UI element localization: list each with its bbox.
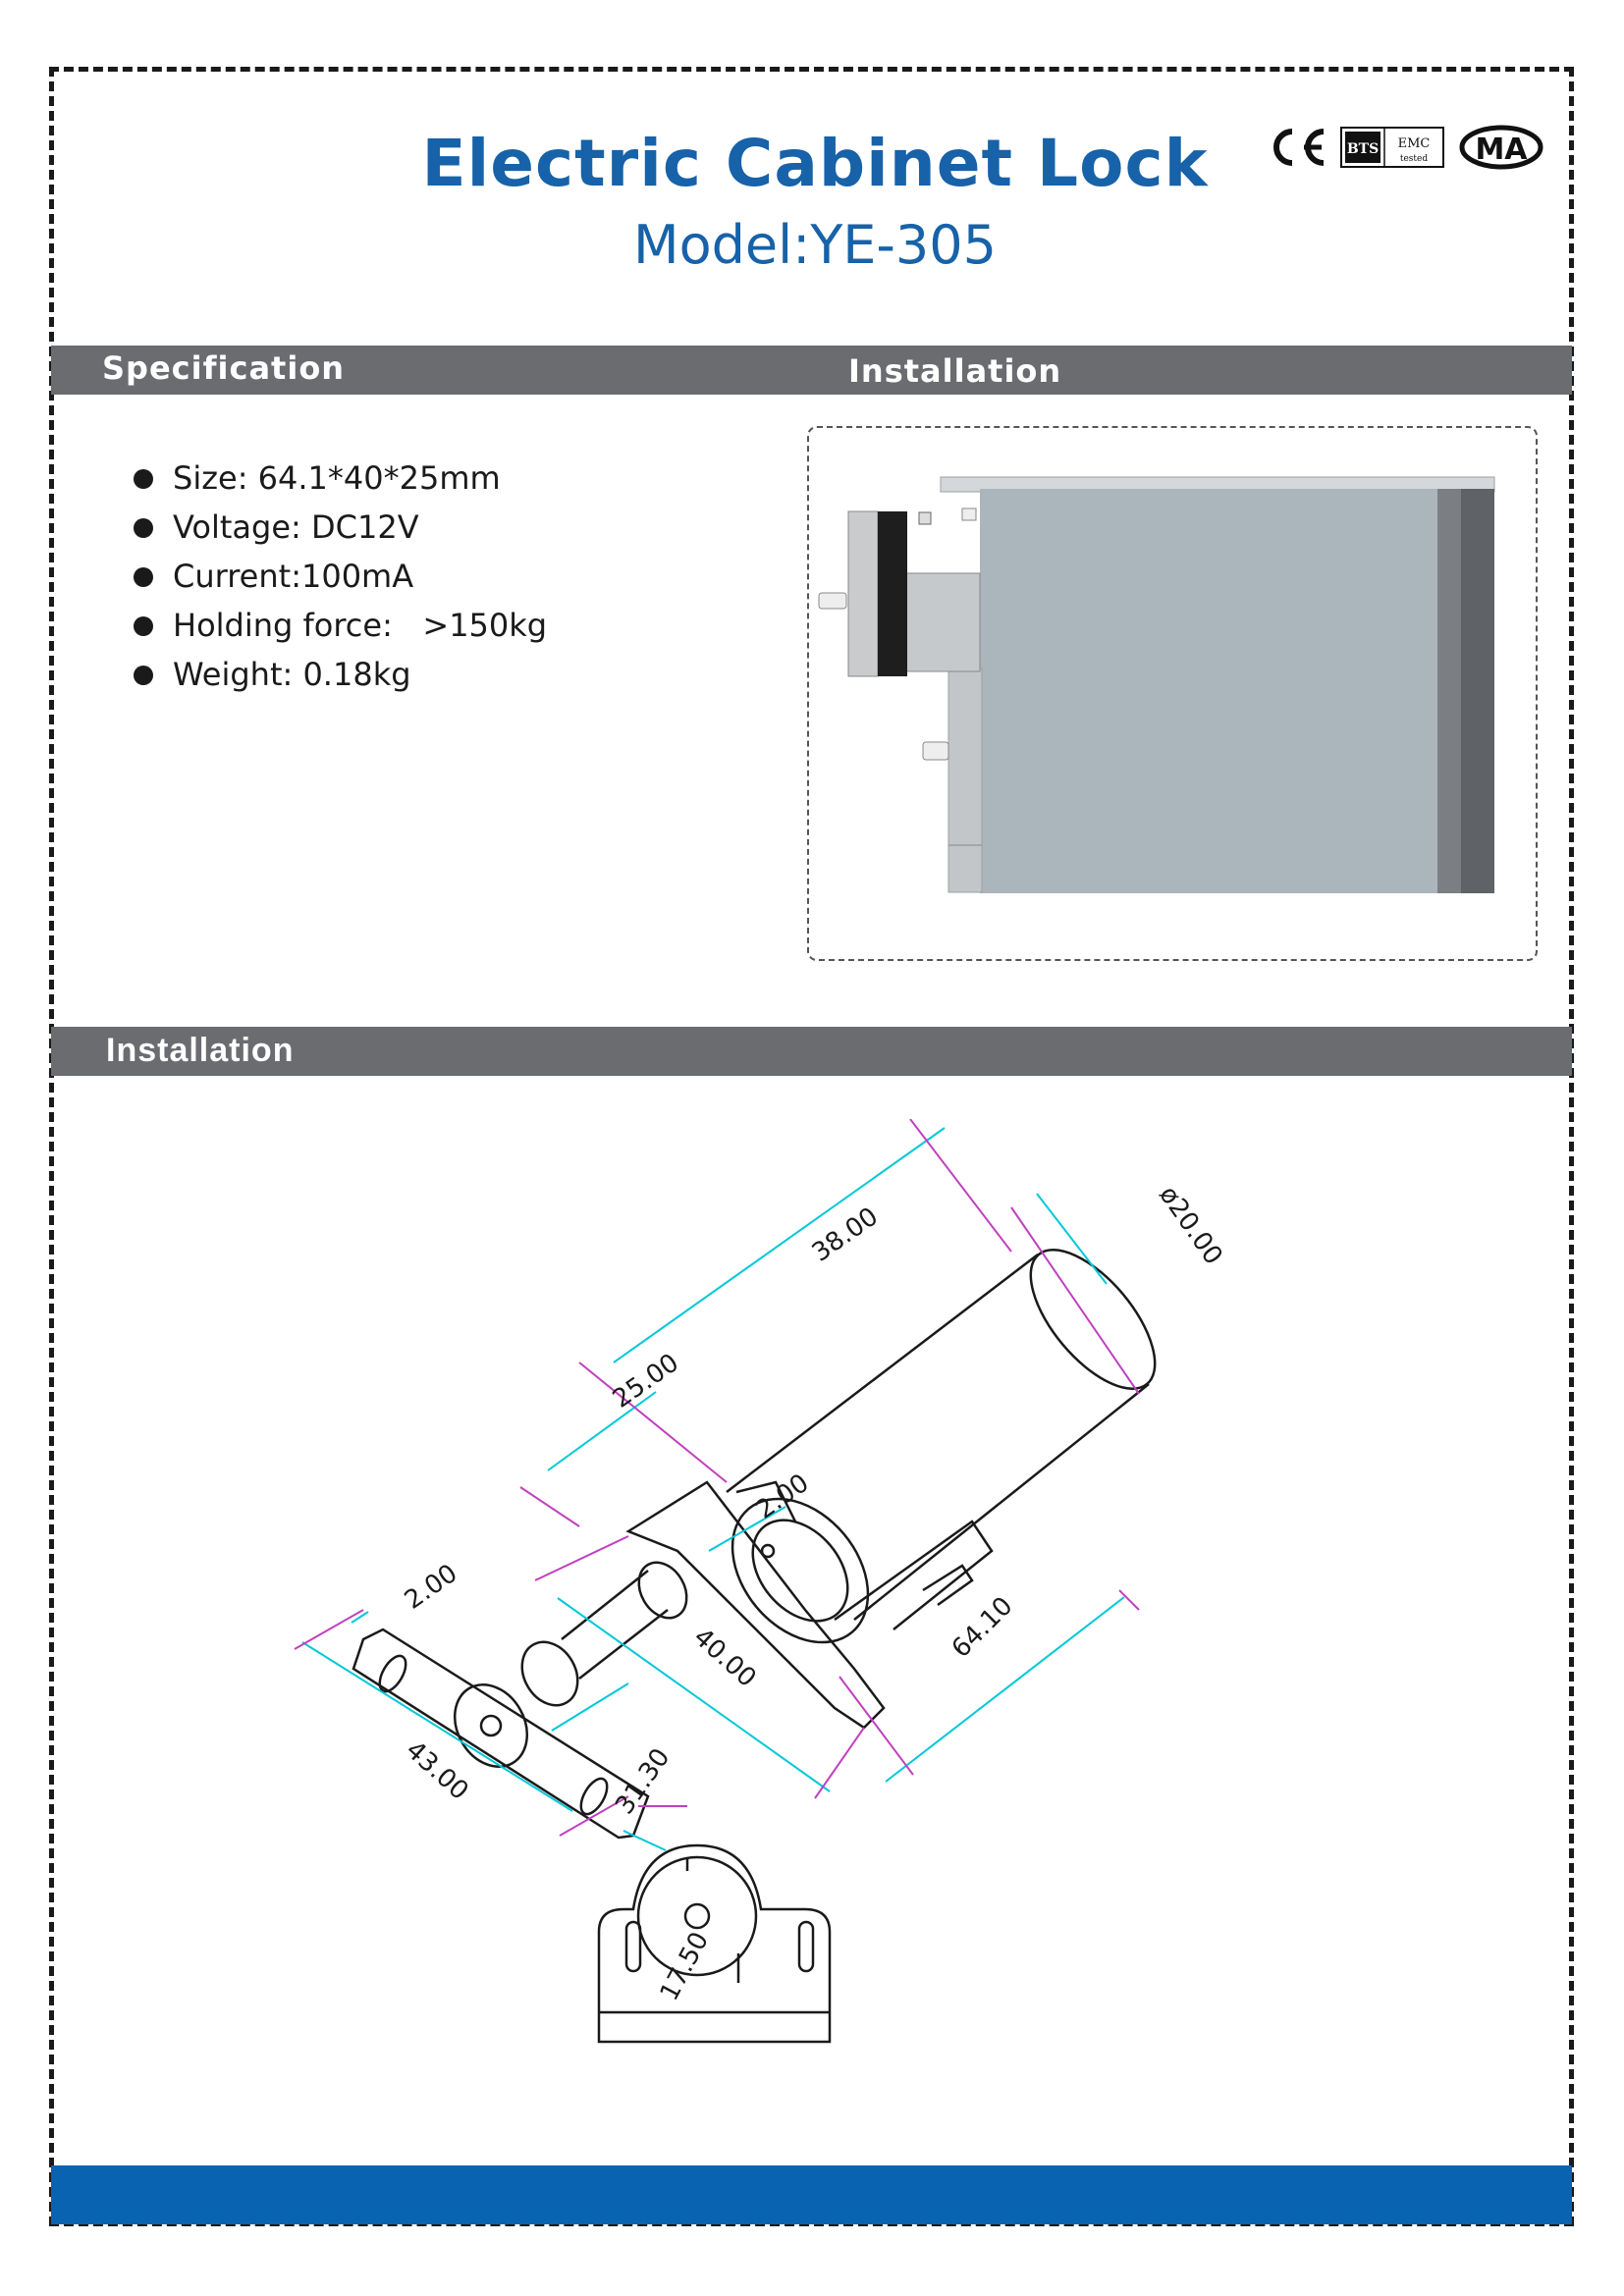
dim-label: 38.00 <box>807 1201 884 1267</box>
cabinet-door-edge <box>1457 489 1494 893</box>
spec-text: Size: 64.1*40*25mm <box>173 459 501 497</box>
lock-front-view <box>597 1843 832 2044</box>
svg-text:BTS: BTS <box>1347 141 1379 157</box>
product-model: Model:YE-305 <box>633 214 997 276</box>
section-bar-bottom: Installation <box>51 1027 1572 1076</box>
dim-label: ø20.00 <box>1153 1181 1227 1270</box>
bullet-icon <box>134 567 153 587</box>
footer-bar <box>51 2165 1572 2224</box>
mounting-plate <box>878 511 907 676</box>
section-bar-top: Specification Installation <box>51 346 1572 395</box>
spec-item-weight: Weight: 0.18kg <box>134 650 547 699</box>
installation-diagram <box>818 476 1495 893</box>
installation-heading-bottom: Installation <box>106 1032 295 1069</box>
bullet-icon <box>134 518 153 538</box>
installation-diagram-box <box>807 426 1538 961</box>
spec-text: Voltage: DC12V <box>173 508 419 546</box>
emc-text: EMC <box>1398 136 1431 151</box>
lock-bracket <box>625 1480 994 1730</box>
spec-text: Holding force: >150kg <box>173 607 548 644</box>
bullet-icon <box>134 469 153 489</box>
svg-text:MA: MA <box>1475 133 1528 167</box>
product-title: Electric Cabinet Lock <box>421 126 1209 201</box>
cma-mark-icon: MA <box>1459 125 1543 170</box>
technical-drawing: 38.00 ø20.00 25.00 2.00 64.10 40.00 2.00… <box>294 1119 1228 2044</box>
bullet-icon <box>134 616 153 636</box>
certification-logos: BTS EMC tested MA <box>1273 125 1543 170</box>
dimension-lines <box>301 1127 1125 1851</box>
bullet-icon <box>134 666 153 685</box>
dim-label: 17.50 <box>655 1927 715 2005</box>
tested-text: tested <box>1400 154 1429 164</box>
dim-label: 64.10 <box>947 1591 1019 1664</box>
spec-item-size: Size: 64.1*40*25mm <box>134 454 547 503</box>
specification-heading: Specification <box>102 349 346 387</box>
dim-label: 2.00 <box>751 1468 815 1525</box>
dim-label: 40.00 <box>687 1623 761 1693</box>
installation-heading-top: Installation <box>848 352 1062 390</box>
spec-item-current: Current:100mA <box>134 552 547 601</box>
spec-text: Current:100mA <box>173 558 414 595</box>
spec-text: Weight: 0.18kg <box>173 656 411 693</box>
ce-mark-icon <box>1273 129 1325 166</box>
extension-lines <box>294 1119 1140 1837</box>
spec-item-voltage: Voltage: DC12V <box>134 503 547 552</box>
lock-cylinder <box>726 1249 1157 1621</box>
bts-emc-tested-icon: BTS EMC tested <box>1340 127 1444 168</box>
spec-list: Size: 64.1*40*25mm Voltage: DC12V Curren… <box>134 454 547 699</box>
dim-label: 2.00 <box>400 1559 463 1616</box>
spec-item-holding-force: Holding force: >150kg <box>134 601 547 650</box>
